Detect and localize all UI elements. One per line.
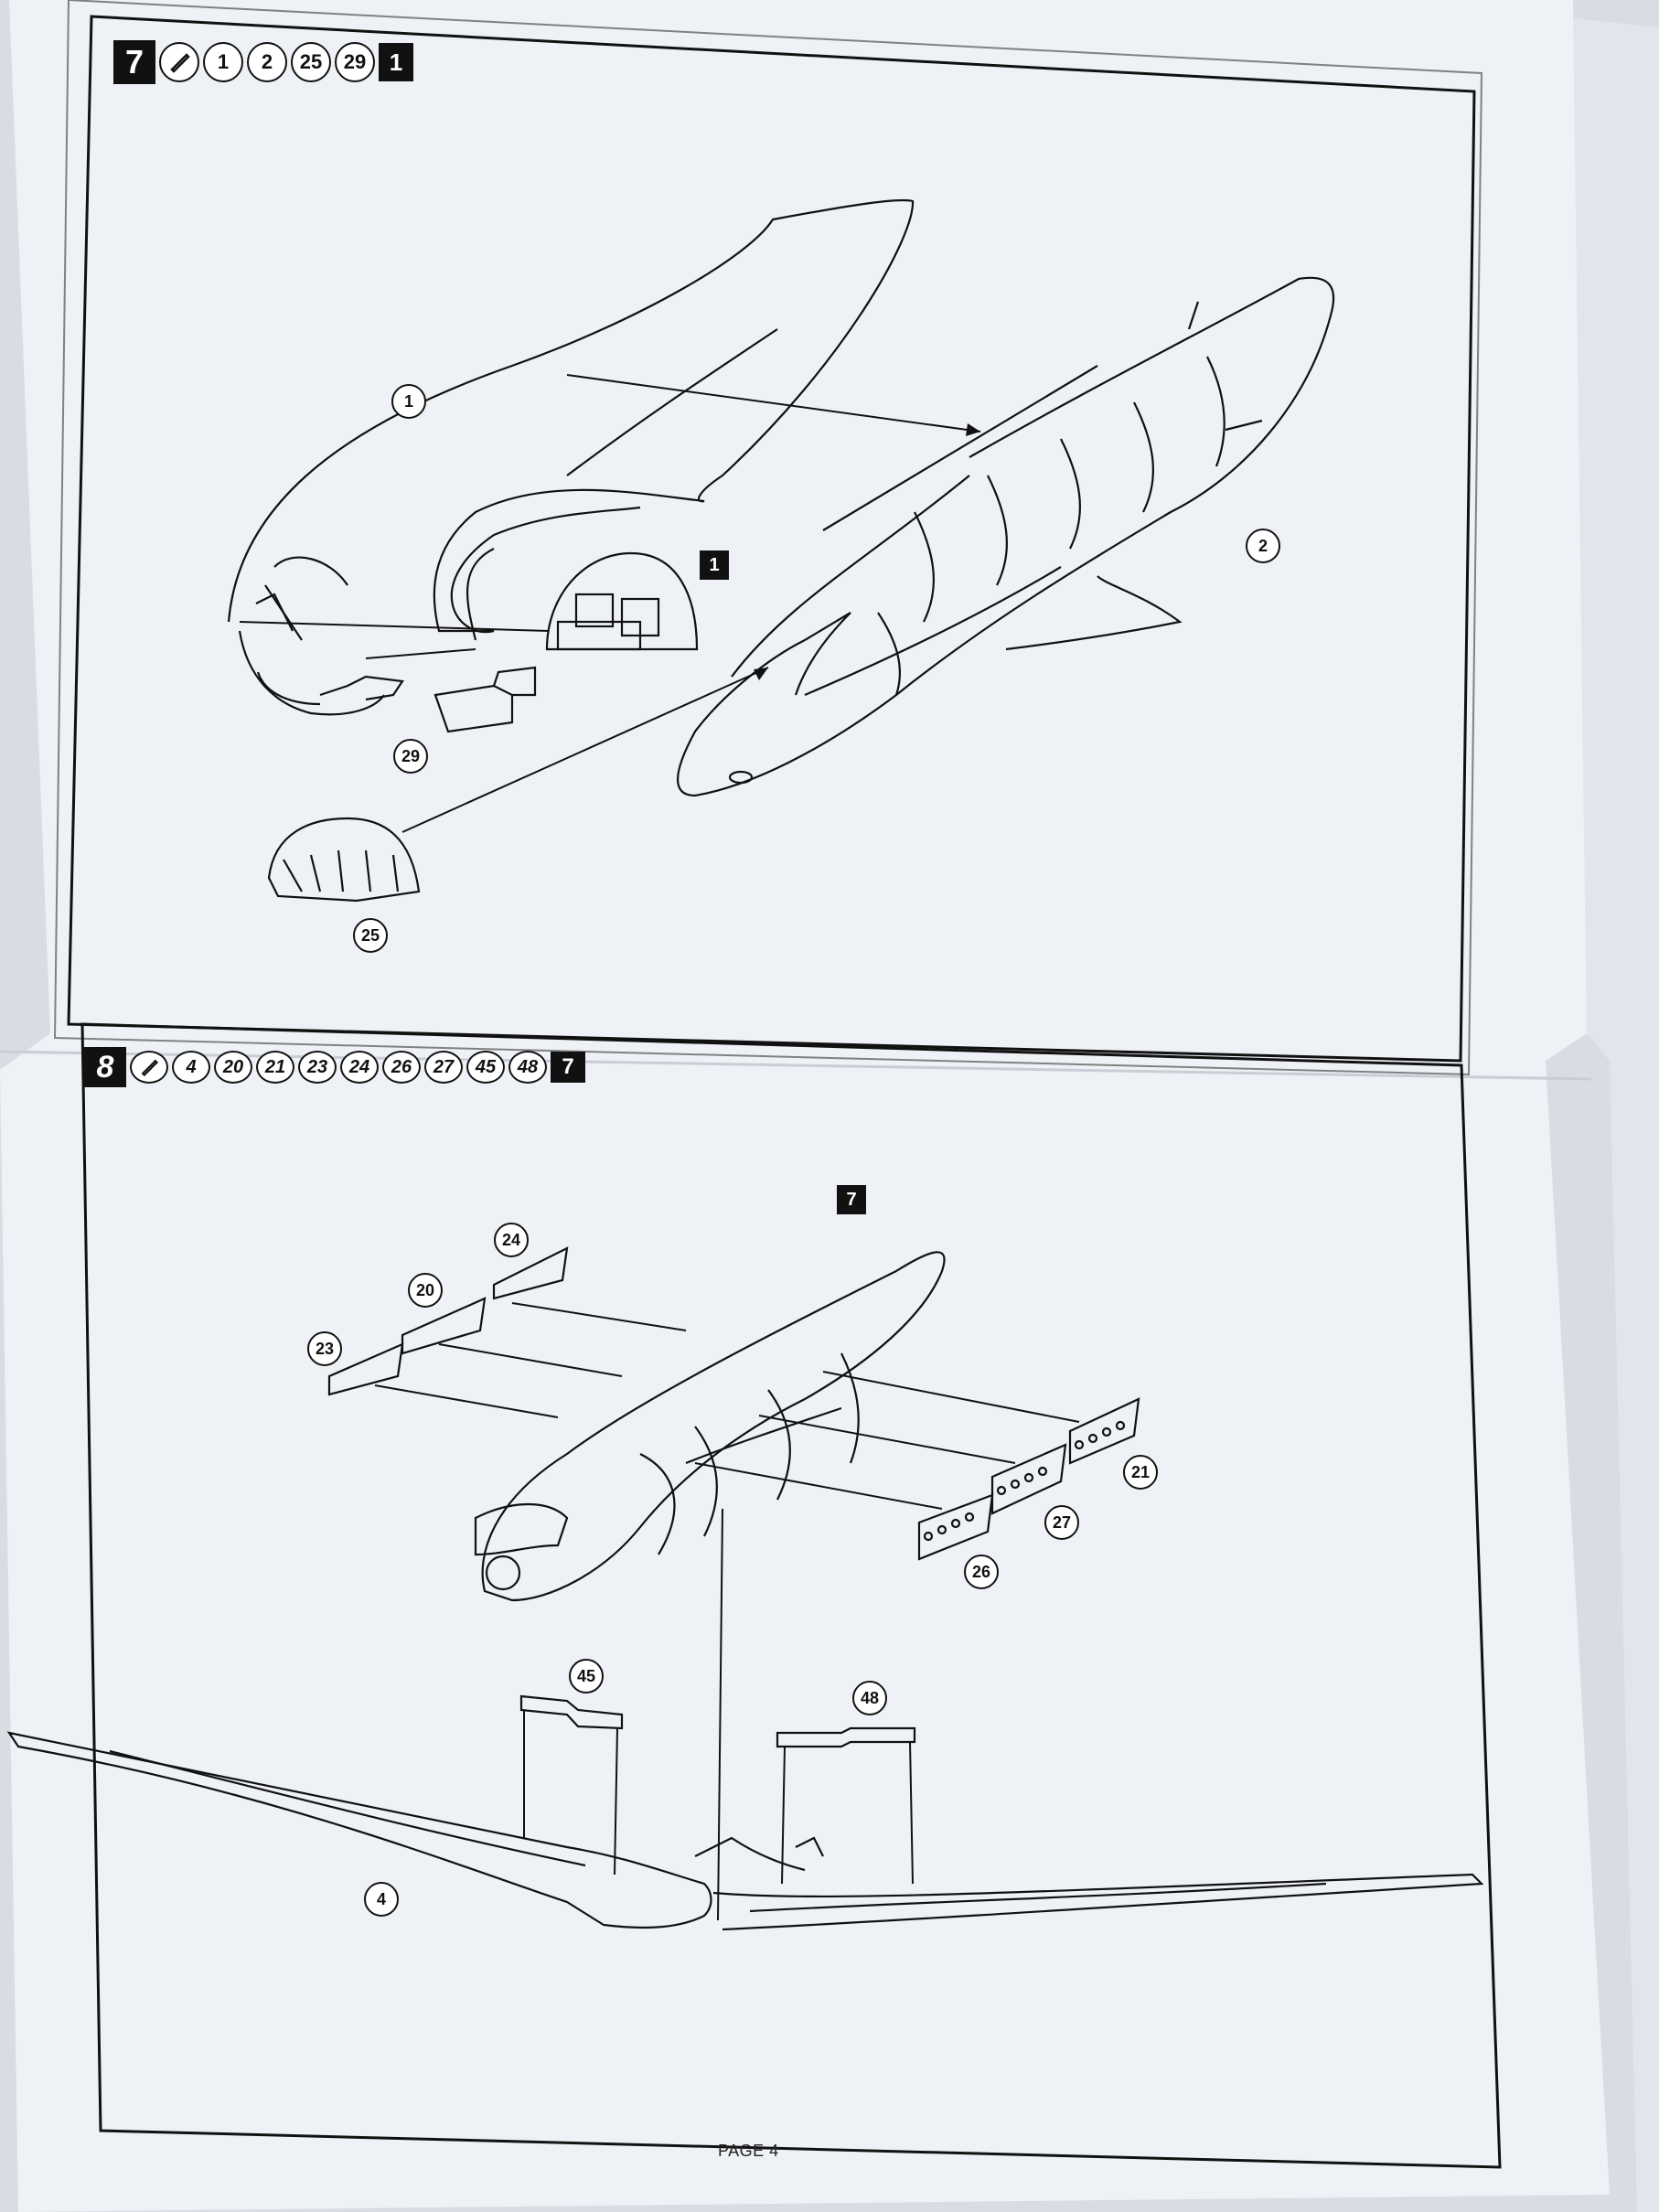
step7-header: 7 1 2 25 29 1 (113, 40, 413, 84)
callout-part-25: 25 (353, 918, 388, 953)
panels-lower-right (917, 1397, 1140, 1561)
paper-sheet (0, 0, 1610, 2212)
step8-part-chip: 45 (466, 1051, 505, 1084)
subassembly-ref-tag: 1 (700, 550, 729, 580)
step8-part-chip: 26 (382, 1051, 421, 1084)
step8-ref-step: 7 (551, 1052, 585, 1083)
step8-number: 8 (84, 1047, 126, 1087)
arrow-fuselage-to-wing (717, 1508, 723, 1921)
part29-seat-block (319, 666, 537, 733)
step8-part-chip: 21 (256, 1051, 294, 1084)
glue-tube-icon (130, 1051, 168, 1084)
callout-part-20: 20 (408, 1273, 443, 1308)
subassembly-ref-tag: 7 (837, 1185, 866, 1214)
callout-part-48: 48 (852, 1681, 887, 1715)
part25-canopy (267, 817, 421, 903)
part4-wing (6, 1731, 1484, 1931)
callout-part-23: 23 (307, 1331, 342, 1366)
callout-part-29: 29 (393, 739, 428, 774)
step8-part-chip: 4 (172, 1051, 210, 1084)
step8-part-chip: 27 (424, 1051, 463, 1084)
cockpit-inset (545, 551, 699, 651)
step7-frame (67, 15, 1476, 1063)
callout-part-4: 4 (364, 1882, 399, 1917)
callout-part-26: 26 (964, 1555, 999, 1589)
step7-part-chip: 1 (203, 42, 243, 82)
parts-45-48-strips (519, 1694, 916, 1748)
callout-part-21: 21 (1123, 1455, 1158, 1490)
step7-part-chip: 25 (291, 42, 331, 82)
glue-tube-icon (159, 42, 199, 82)
step8-header: 8 4 20 21 23 24 26 27 45 48 7 (84, 1047, 585, 1087)
step8-part-chip: 23 (298, 1051, 337, 1084)
arrow-inset-to-part1 (239, 621, 550, 632)
callout-part-1: 1 (391, 384, 426, 419)
panels-upper-left (327, 1246, 569, 1396)
page-number: PAGE 4 (718, 2142, 779, 2160)
callout-part-45: 45 (569, 1659, 604, 1694)
step7-ref-step: 1 (379, 43, 413, 81)
next-page-edge (1573, 18, 1659, 2212)
step7-outer-frame (53, 0, 1483, 1076)
fuselage-half-right (676, 276, 1335, 797)
step7-part-chip: 29 (335, 42, 375, 82)
arrow-part1-to-part2 (566, 374, 981, 433)
callout-part-24: 24 (494, 1223, 529, 1257)
step7-part-chip: 2 (247, 42, 287, 82)
step8-part-chip: 24 (340, 1051, 379, 1084)
step7-number: 7 (113, 40, 155, 84)
fuselage-half-left (227, 198, 915, 716)
step8-part-chip: 48 (508, 1051, 547, 1084)
callout-part-2: 2 (1246, 529, 1280, 563)
fuselage-assembled (474, 1251, 946, 1602)
callout-part-27: 27 (1044, 1505, 1079, 1540)
step8-part-chip: 20 (214, 1051, 252, 1084)
arrow-canopy-to-part2 (401, 667, 769, 833)
